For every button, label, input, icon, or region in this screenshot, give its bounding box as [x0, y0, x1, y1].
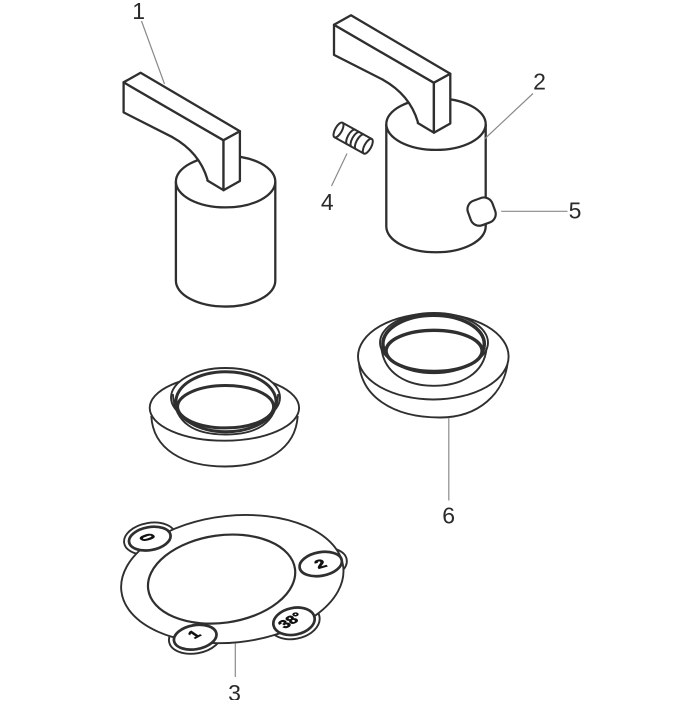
- svg-text:3: 3: [228, 680, 241, 700]
- svg-text:5: 5: [569, 197, 582, 223]
- svg-text:1: 1: [132, 0, 145, 24]
- svg-text:4: 4: [321, 189, 334, 215]
- svg-text:6: 6: [442, 503, 455, 529]
- svg-text:2: 2: [533, 68, 546, 94]
